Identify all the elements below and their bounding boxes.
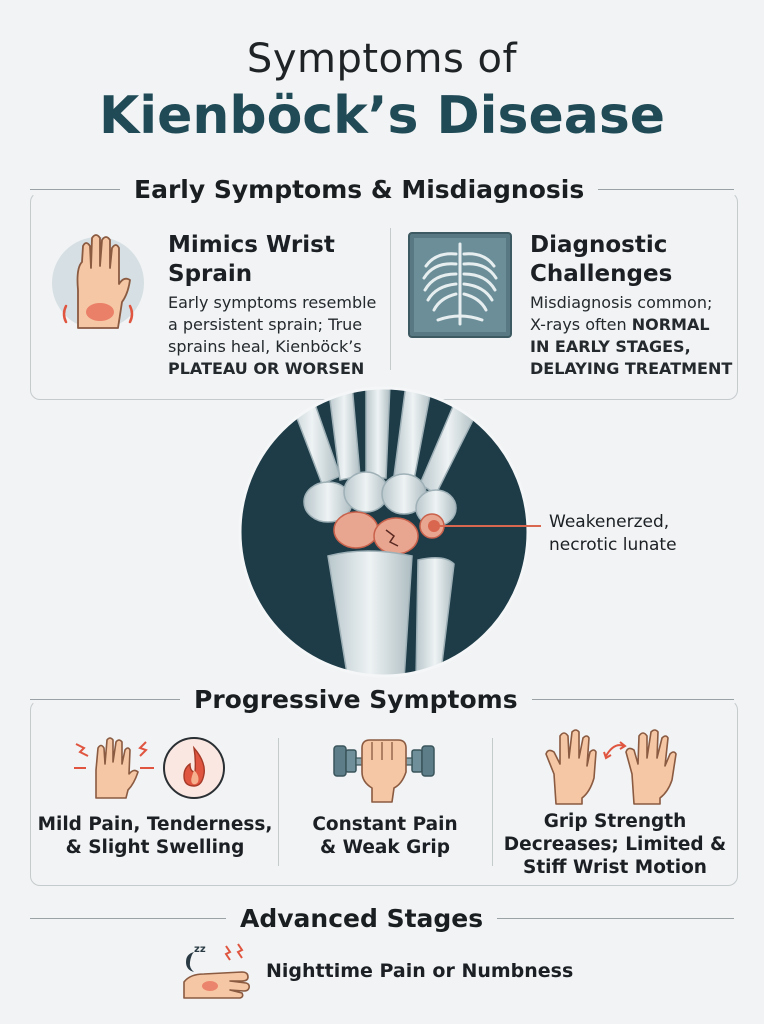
diagnostic-body-line1: Misdiagnosis common; <box>530 293 713 312</box>
progressive-symptoms-heading: Progressive Symptoms <box>30 684 734 714</box>
mimics-sprain-body-line2: a persistent sprain; True <box>168 315 363 334</box>
hand-pain-icon <box>50 228 150 338</box>
progressive-symptoms-title: Progressive Symptoms <box>194 684 518 714</box>
advanced-item-text: Nighttime Pain or Numbness <box>266 960 574 982</box>
lunate-label-line1: Weakenerzed, <box>549 512 670 532</box>
advanced-stages-heading: Advanced Stages <box>30 903 734 933</box>
early-card-divider <box>390 228 391 370</box>
title-line-2: Kienböck’s Disease <box>98 86 666 146</box>
mimics-sprain-body-line3: sprains heal, Kienböck’s <box>168 337 362 356</box>
advanced-stages-title: Advanced Stages <box>240 903 484 933</box>
svg-text:zz: zz <box>194 944 206 955</box>
lunate-pointer-line <box>433 525 541 527</box>
progressive-divider-2 <box>492 738 493 866</box>
diagnostic-title-line2: Challenges <box>530 261 673 287</box>
dumbbell-grip-icon <box>332 732 436 804</box>
heading-rule-left <box>30 188 120 190</box>
mimics-sprain-body-line4: PLATEAU OR WORSEN <box>168 359 365 378</box>
progressive-item-3-line3: Stiff Wrist Motion <box>523 857 707 878</box>
lunate-label-line2: necrotic lunate <box>549 535 677 555</box>
mimics-sprain-body-line1: Early symptoms resemble <box>168 293 377 312</box>
lunate-pointer-dot <box>428 520 440 532</box>
limited-motion-hands-icon <box>542 728 682 806</box>
early-symptoms-title: Early Symptoms & Misdiagnosis <box>134 174 585 204</box>
heading-rule-right <box>497 917 734 919</box>
mimics-sprain-title: Mimics Wrist Sprain <box>168 231 335 289</box>
heading-rule-right <box>598 188 734 190</box>
progressive-item-2-line1: Constant Pain <box>312 814 458 835</box>
progressive-item-1-line1: Mild Pain, Tenderness, <box>37 814 273 835</box>
heading-rule-right <box>531 698 734 700</box>
diagnostic-challenges-title: Diagnostic Challenges <box>530 231 672 289</box>
lunate-label: Weakenerzed, necrotic lunate <box>549 511 677 557</box>
mimics-sprain-body: Early symptoms resemble a persistent spr… <box>168 292 388 380</box>
progressive-item-3-line1: Grip Strength <box>543 811 687 832</box>
progressive-item-1-line2: & Slight Swelling <box>65 837 245 858</box>
progressive-item-2-caption: Constant Pain & Weak Grip <box>278 813 492 859</box>
diagnostic-body-line4: DELAYING TREATMENT <box>530 359 733 378</box>
inflammation-flame-icon <box>162 736 226 800</box>
diagnostic-challenges-body: Misdiagnosis common; X-rays often NORMAL… <box>530 292 735 380</box>
heading-rule-left <box>30 698 180 700</box>
progressive-item-2-line2: & Weak Grip <box>320 837 450 858</box>
wrist-xray-illustration <box>236 384 532 680</box>
diagnostic-body-line2a: X-rays often <box>530 315 632 334</box>
night-pain-hand-icon: zz <box>180 940 256 1000</box>
diagnostic-body-line2: X-rays often NORMAL <box>530 314 735 336</box>
progressive-symptoms-card <box>30 700 738 886</box>
diagnostic-body-line3: IN EARLY STAGES, <box>530 337 691 356</box>
diagnostic-title-line1: Diagnostic <box>530 232 668 258</box>
progressive-divider-1 <box>278 738 279 866</box>
hand-pain-marks-icon <box>70 734 160 800</box>
mimics-sprain-title-line2: Sprain <box>168 261 253 287</box>
title-line-1: Symptoms of <box>246 36 518 82</box>
early-symptoms-heading: Early Symptoms & Misdiagnosis <box>30 174 734 204</box>
diagnostic-body-line2b: NORMAL <box>631 315 710 334</box>
xray-chest-icon <box>408 232 512 338</box>
progressive-item-3-line2: Decreases; Limited & <box>503 834 727 855</box>
mimics-sprain-title-line1: Mimics Wrist <box>168 232 335 258</box>
progressive-item-3-caption: Grip Strength Decreases; Limited & Stiff… <box>492 810 738 879</box>
heading-rule-left <box>30 917 226 919</box>
progressive-item-1-caption: Mild Pain, Tenderness, & Slight Swelling <box>32 813 278 859</box>
